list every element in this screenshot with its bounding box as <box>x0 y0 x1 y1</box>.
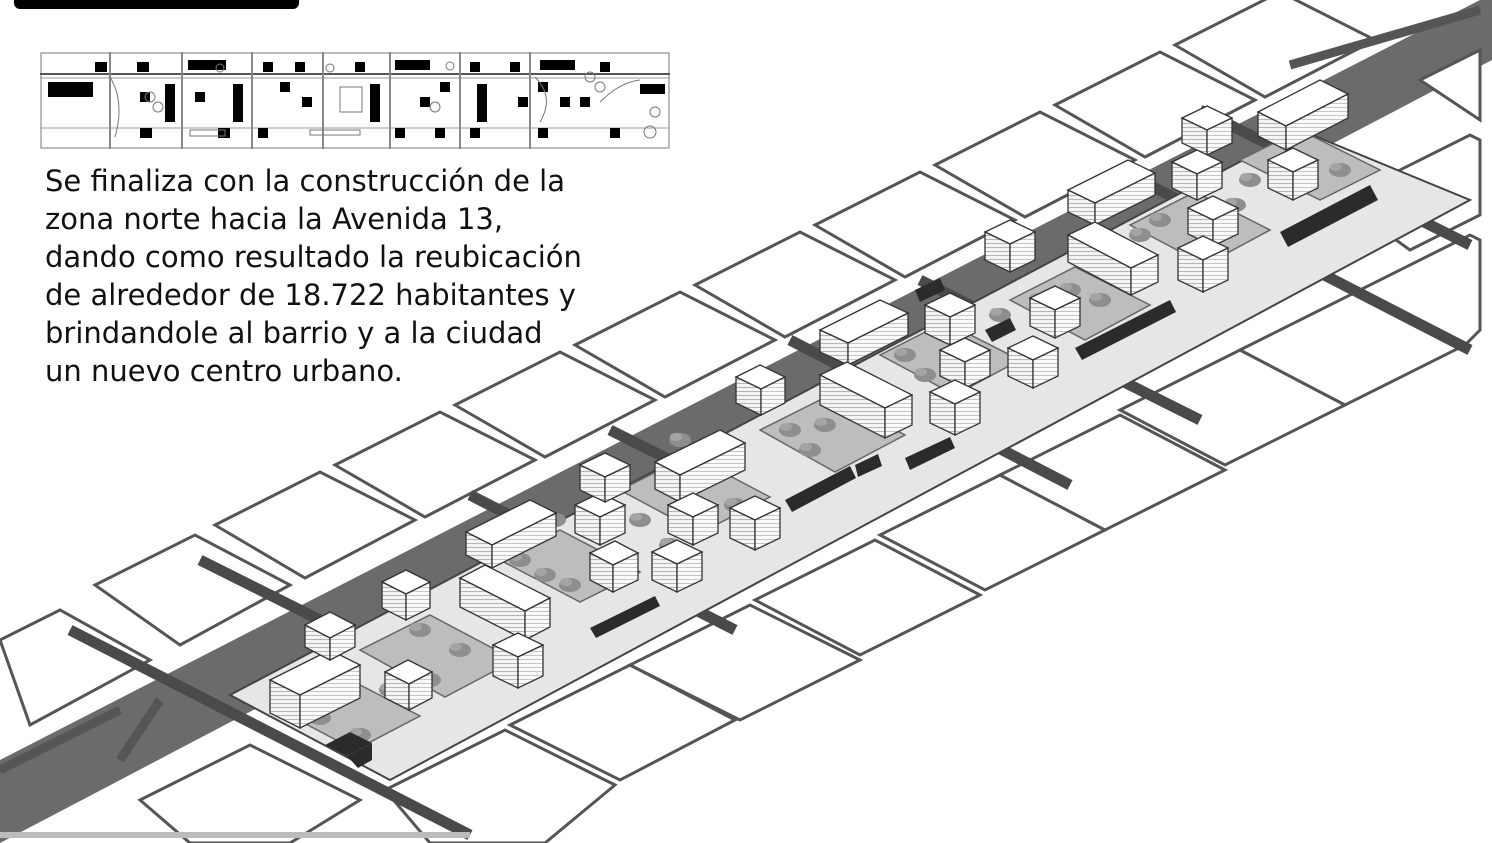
top-header-bar <box>14 0 299 9</box>
building <box>1006 335 1060 390</box>
building <box>380 569 432 622</box>
end-roads <box>0 5 1482 775</box>
building <box>666 492 720 547</box>
building <box>1170 149 1224 202</box>
building <box>1180 105 1234 157</box>
building <box>818 299 910 367</box>
description-text: Se finaliza con la construcción de la zo… <box>45 164 582 388</box>
building <box>1066 159 1157 227</box>
building <box>734 364 787 417</box>
building <box>383 659 434 712</box>
building <box>1028 285 1082 340</box>
building <box>1186 195 1240 248</box>
building <box>578 452 632 504</box>
building <box>268 649 362 730</box>
building <box>1266 147 1320 202</box>
building <box>588 540 640 594</box>
building <box>573 492 627 547</box>
building <box>464 499 558 570</box>
building <box>1066 221 1160 297</box>
upper-blocks <box>0 0 1379 728</box>
building <box>653 429 747 504</box>
building <box>650 539 704 594</box>
building <box>1176 235 1230 294</box>
building <box>923 292 977 347</box>
dark-buildings <box>325 185 1378 768</box>
building <box>728 495 782 552</box>
buildings <box>268 79 1350 730</box>
site-plan-strip <box>40 52 670 149</box>
building <box>303 611 357 662</box>
building <box>983 219 1037 274</box>
building <box>491 632 545 690</box>
building <box>928 379 982 437</box>
building <box>1256 79 1350 152</box>
building <box>818 361 914 440</box>
building <box>938 337 992 390</box>
